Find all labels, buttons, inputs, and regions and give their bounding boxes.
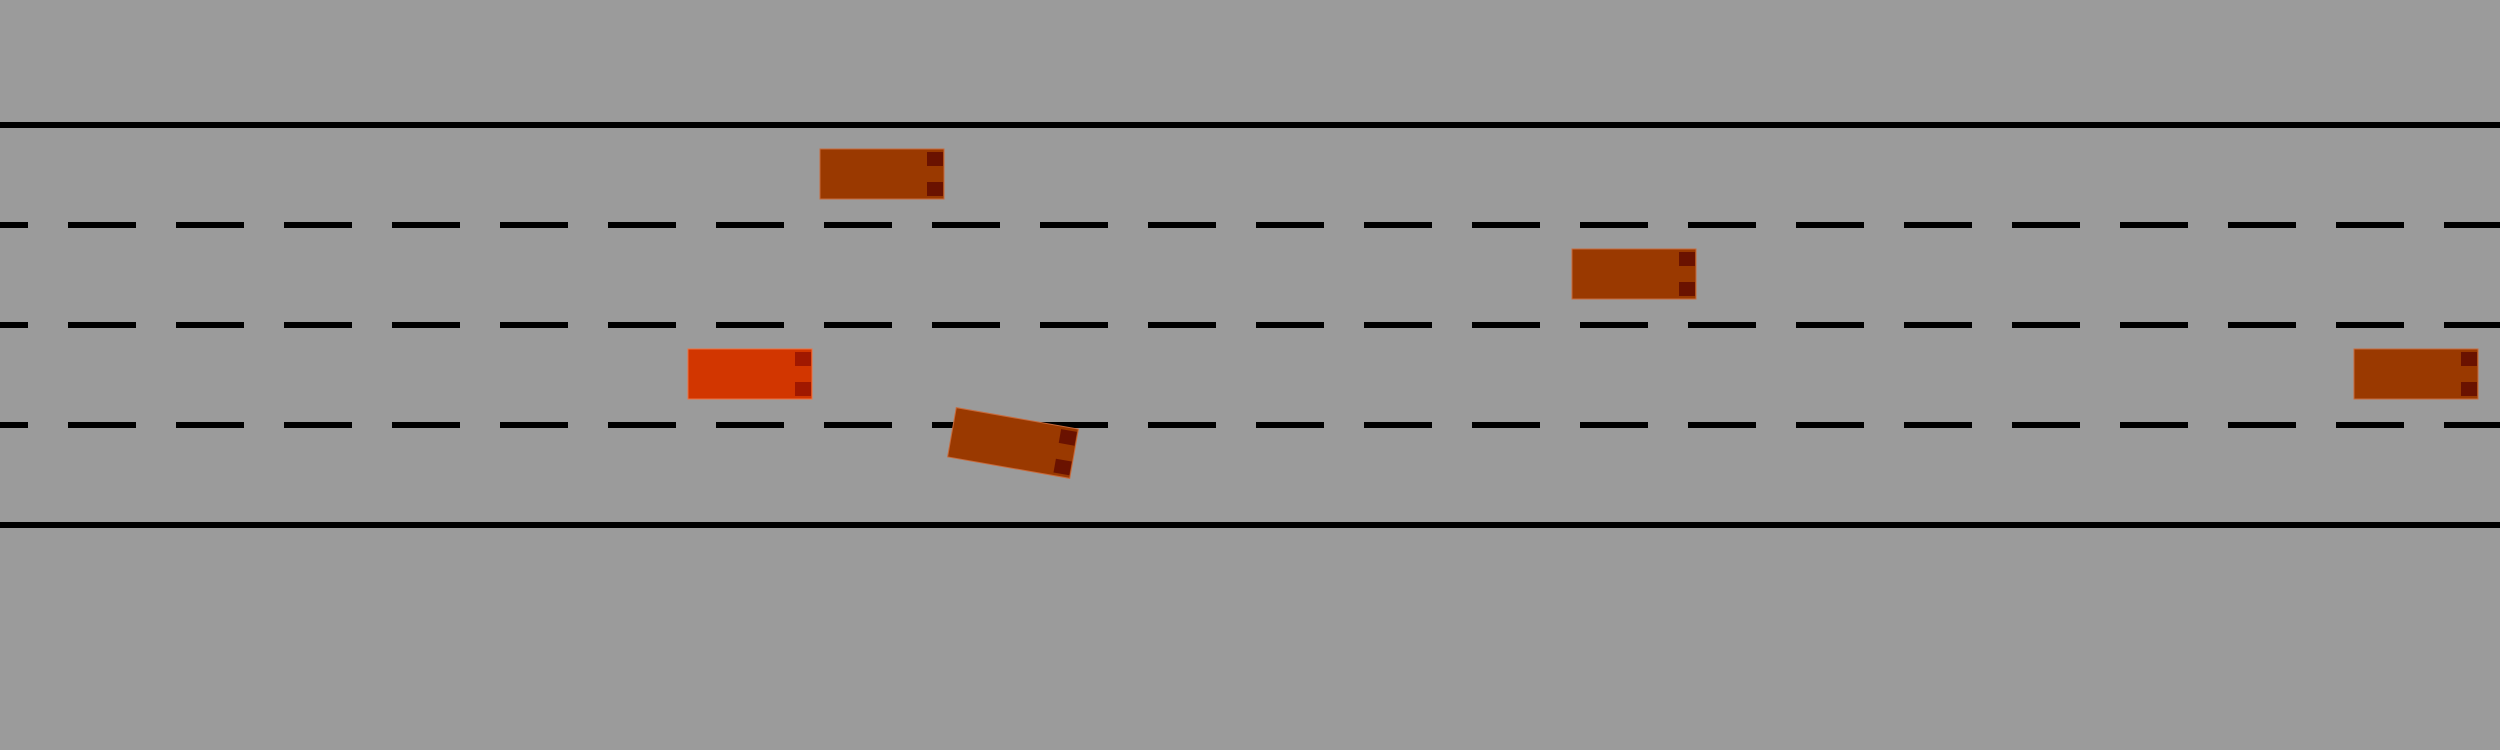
vehicle-headlight (795, 352, 811, 366)
vehicle-headlight (927, 182, 943, 196)
vehicle-car-icon (819, 148, 945, 200)
vehicle-headlight (1679, 252, 1695, 266)
vehicle-car-icon (1571, 248, 1697, 300)
ego-vehicle-car-icon (687, 348, 813, 400)
vehicle-headlight (1053, 458, 1072, 476)
vehicle-headlight (2461, 382, 2477, 396)
vehicle-headlight (1058, 429, 1077, 446)
vehicle-headlight (795, 382, 811, 396)
vehicle-car-icon (947, 407, 1079, 479)
vehicle-car-icon (2353, 348, 2479, 400)
vehicle-headlight (927, 152, 943, 166)
vehicle-headlight (1679, 282, 1695, 296)
vehicle-headlight (2461, 352, 2477, 366)
